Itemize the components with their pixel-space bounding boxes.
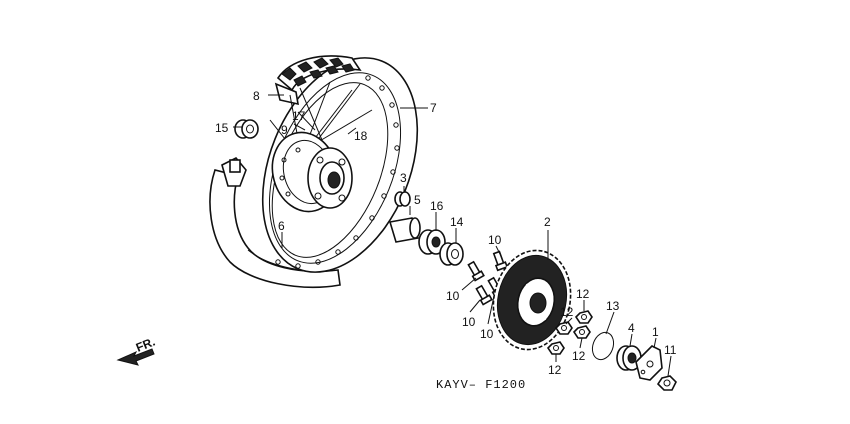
leader-lines: [233, 94, 672, 377]
bearing-15: [234, 119, 259, 139]
callout-6: 6: [278, 219, 285, 233]
callout-10-bottom: 10: [480, 327, 494, 341]
callout-13: 13: [606, 299, 620, 313]
sprocket-2: [492, 249, 572, 351]
plate-1: [635, 345, 663, 381]
callout-2: 2: [544, 215, 551, 229]
callout-12-left: 12: [560, 305, 574, 319]
diagram-code: KAYV– F1200: [436, 378, 526, 392]
callout-10-top: 10: [488, 233, 502, 247]
callout-8: 8: [253, 89, 260, 103]
callout-10-left: 10: [446, 289, 460, 303]
callout-18: 18: [354, 129, 368, 143]
callout-14: 14: [450, 215, 464, 229]
nut-11: [656, 375, 677, 391]
bearing-14: [439, 242, 464, 266]
wheel-hub: [271, 131, 353, 213]
circlip-13: [591, 331, 615, 361]
callout-15: 15: [215, 121, 229, 135]
callout-12-mid: 12: [572, 349, 586, 363]
collar-5: [388, 217, 421, 243]
callout-1: 1: [652, 325, 659, 339]
callout-12-bottom: 12: [548, 363, 562, 377]
callout-12-top: 12: [576, 287, 590, 301]
callout-7: 7: [430, 101, 437, 115]
callout-11: 11: [664, 343, 677, 357]
nuts-12: [546, 310, 593, 355]
rim-holes: [275, 75, 400, 269]
front-direction-label: FR.: [134, 335, 157, 355]
callout-4: 4: [628, 321, 635, 335]
callout-10-lower: 10: [462, 315, 476, 329]
callout-9: 9: [281, 123, 288, 137]
front-direction-arrow: [116, 348, 155, 366]
callout-16: 16: [430, 199, 444, 213]
callout-3: 3: [400, 171, 407, 185]
spacer-3: [394, 191, 411, 207]
callout-labels: 8 7 17 15 9 18 3 5 16 14 2 6 10 10 10 10…: [134, 89, 677, 392]
callout-17: 17: [292, 109, 306, 123]
callout-5: 5: [414, 193, 421, 207]
tire-section: [274, 55, 362, 106]
